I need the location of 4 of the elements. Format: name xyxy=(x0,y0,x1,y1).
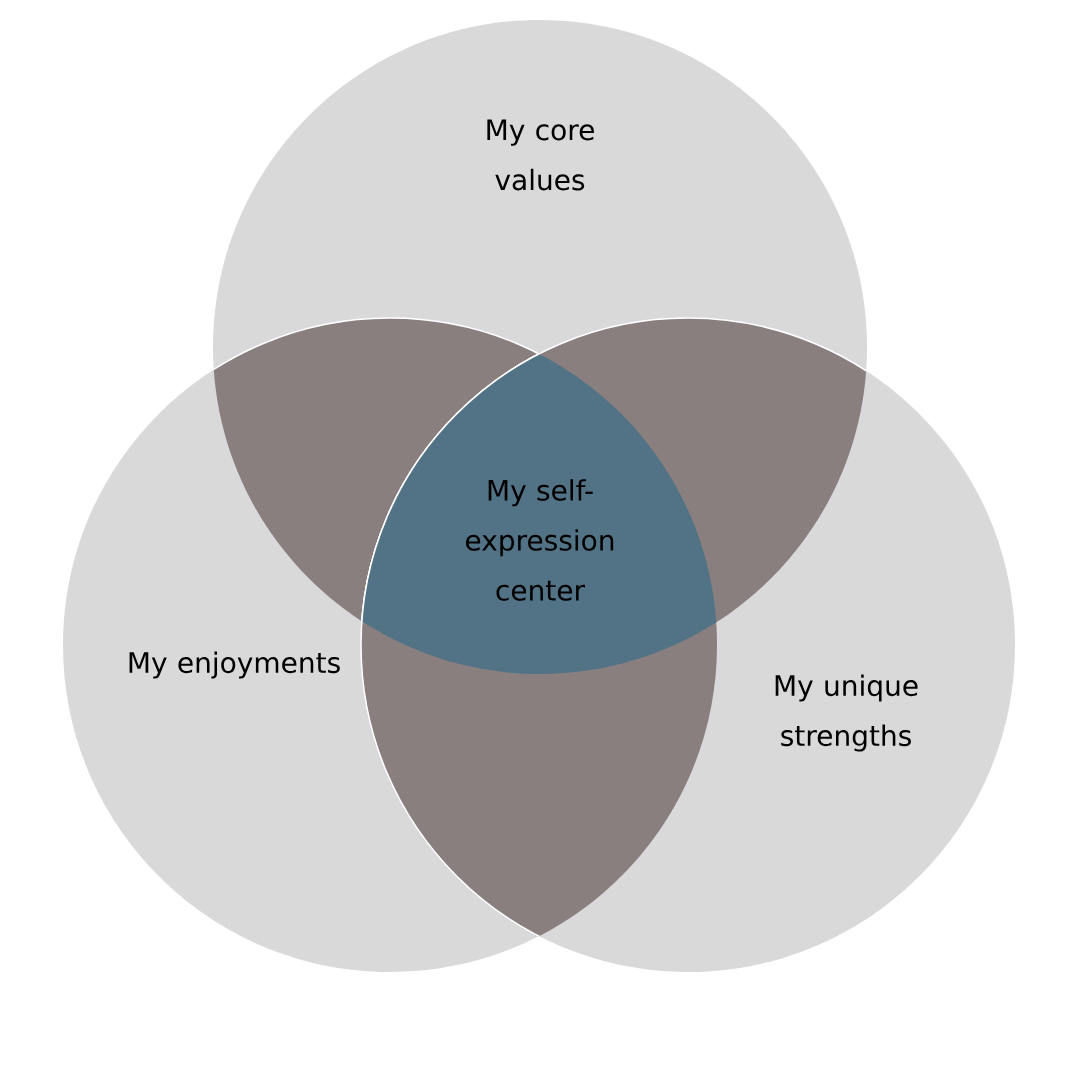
region-label: My unique strengths xyxy=(775,674,918,752)
region-label: My core values xyxy=(487,119,594,191)
region-label: My self-expression center xyxy=(466,479,614,601)
region-label: My enjoyments xyxy=(129,651,340,679)
